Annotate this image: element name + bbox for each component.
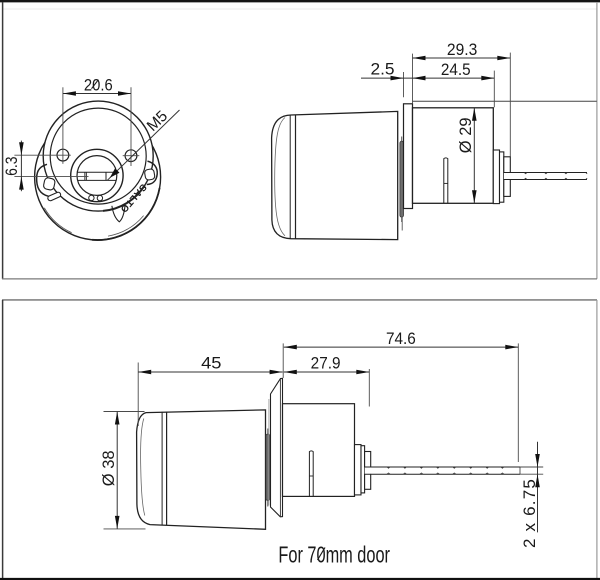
- svg-text:Ø 38: Ø 38: [100, 450, 118, 486]
- svg-text:Ø 29: Ø 29: [457, 117, 475, 153]
- svg-text:45: 45: [201, 353, 222, 372]
- svg-text:For 70mm door: For 70mm door: [278, 543, 390, 568]
- svg-text:2.5: 2.5: [370, 59, 394, 79]
- svg-text:24.5: 24.5: [441, 60, 471, 79]
- svg-text:6.3: 6.3: [3, 156, 21, 175]
- svg-text:27.9: 27.9: [311, 355, 341, 373]
- svg-text:2 x 6.75: 2 x 6.75: [520, 478, 539, 548]
- svg-text:29.3: 29.3: [447, 41, 477, 60]
- svg-text:20.6: 20.6: [84, 77, 113, 95]
- svg-text:74.6: 74.6: [386, 331, 416, 349]
